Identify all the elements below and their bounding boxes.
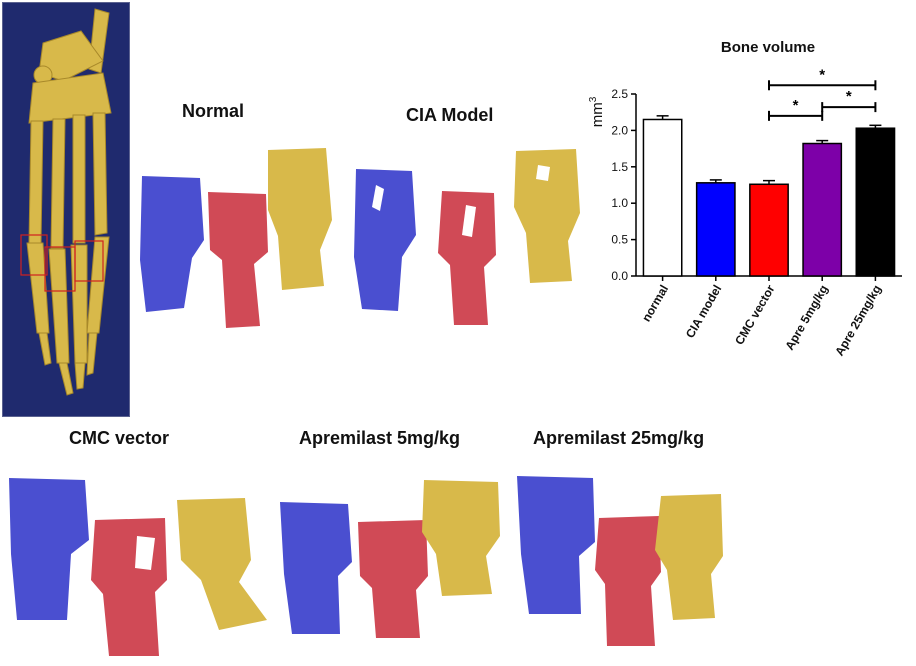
label-cia-model: CIA Model — [406, 105, 494, 125]
paw-skeleton-image — [2, 2, 130, 417]
x-tick-label: Apre 5mg/kg — [782, 283, 830, 353]
y-tick-label: 2.0 — [611, 123, 628, 137]
significance-label: * — [846, 88, 852, 105]
x-tick-label: CIA model — [683, 283, 725, 341]
bar — [642, 118, 683, 277]
significance-label: * — [793, 97, 799, 114]
significance-brackets: * * * — [768, 66, 877, 121]
y-tick-label: 2.5 — [611, 87, 628, 101]
y-tick-label: 0.5 — [611, 233, 628, 247]
bone-volume-chart: Bone volume mm3 0.0 0.5 1.0 1.5 2.0 2.5 norma… — [588, 39, 902, 358]
y-tick-label: 1.5 — [611, 160, 628, 174]
label-apremilast-25: Apremilast 25mg/kg — [533, 428, 705, 448]
y-tick-label: 0.0 — [611, 269, 628, 283]
joint-image-normal — [140, 148, 332, 328]
joint-image-apremilast-25 — [517, 476, 723, 646]
joint-image-apremilast-5 — [280, 480, 500, 638]
y-axis-label-superscript: 3 — [588, 96, 599, 102]
bars — [642, 118, 896, 277]
label-apremilast-5: Apremilast 5mg/kg — [299, 428, 461, 448]
x-tick-label: Apre 25mg/kg — [832, 283, 884, 359]
paw-skeleton-drawing — [20, 8, 112, 396]
bar — [749, 183, 789, 277]
label-normal: Normal — [182, 101, 245, 121]
chart-title: Bone volume — [721, 39, 815, 56]
joint-image-cia-model — [354, 149, 580, 325]
x-tick-label: CMC vector — [732, 282, 778, 347]
y-tick-label: 1.0 — [611, 196, 628, 210]
joint-image-cmc-vector — [9, 478, 267, 656]
significance-label: * — [819, 66, 825, 83]
y-axis-label: mm3 — [588, 96, 606, 127]
label-cmc-vector: CMC vector — [69, 428, 170, 448]
x-tick-label: normal — [639, 283, 671, 325]
bar — [855, 127, 896, 277]
bar — [695, 182, 736, 277]
error-bars — [656, 115, 882, 185]
bar — [802, 142, 843, 277]
